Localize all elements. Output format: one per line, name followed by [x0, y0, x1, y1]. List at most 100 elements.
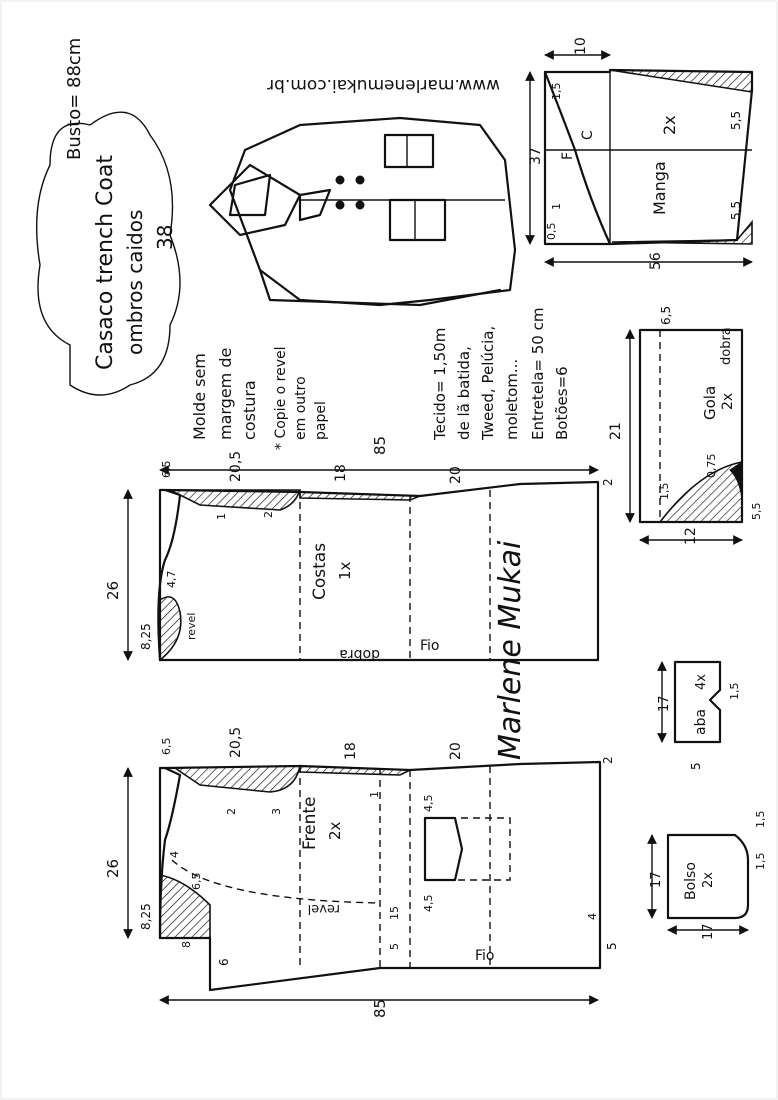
- note-no-seam-2: margem de: [216, 348, 235, 440]
- front-dim-4-5-b: 4,5: [422, 895, 435, 913]
- front-dim-8-25: 8,25: [139, 903, 153, 930]
- front-count: 2x: [326, 821, 344, 840]
- sleeve-center-mark: C: [580, 130, 596, 140]
- note-copy-3: papel: [313, 401, 329, 440]
- signature-text: Marlene Mukai: [493, 540, 528, 760]
- notes-block: Molde sem margem de costura * Copie o re…: [190, 347, 329, 451]
- collar-dim-0-75: 0,75: [705, 454, 718, 479]
- collar-dim-21: 21: [608, 422, 624, 440]
- flap-dim-17: 17: [657, 695, 672, 712]
- sleeve-front-mark: F: [560, 152, 576, 160]
- front-dim-4-5-a: 4,5: [422, 795, 435, 813]
- title-block: Casaco trench Coat ombros caidos 38 Bust…: [35, 38, 181, 396]
- front-dim-6-5-b: 6,5: [190, 873, 203, 891]
- note-no-seam-1: Molde sem: [190, 353, 209, 440]
- back-dim-20-5: 20,5: [228, 451, 244, 482]
- front-revel: revel: [308, 901, 340, 916]
- note-copy-1: * Copie o revel: [273, 347, 289, 451]
- pocket-label: Bolso: [683, 862, 699, 900]
- title-cloud: [35, 111, 181, 396]
- sleeve-count: 2x: [660, 115, 679, 135]
- back-dim-85: 85: [371, 436, 389, 455]
- sleeve-hatch-top: [609, 69, 753, 93]
- collar-label: Gola: [701, 386, 719, 420]
- coat-button: [355, 175, 365, 185]
- back-neck-armhole: [157, 488, 182, 662]
- coat-sleeve: [258, 268, 502, 307]
- front-dim-4-b: 4: [586, 913, 599, 920]
- pocket-dim-1-5-b: 1,5: [754, 853, 767, 871]
- back-count: 1x: [336, 561, 354, 580]
- material-fabric-4: moletom...: [503, 359, 521, 440]
- sleeve-label: Manga: [650, 161, 669, 215]
- collar-solid: [729, 461, 743, 501]
- title-bust: Busto= 88cm: [64, 38, 85, 160]
- pocket-dim-1-5-a: 1,5: [754, 811, 767, 829]
- title-line1: Casaco trench Coat: [93, 155, 118, 370]
- pocket-count: 2x: [701, 872, 716, 888]
- coat-button: [335, 175, 345, 185]
- note-copy-2: em outro: [293, 376, 309, 440]
- back-dim-20: 20: [448, 466, 464, 484]
- note-no-seam-3: costura: [240, 380, 259, 440]
- pocket-dim-17-b: 17: [701, 923, 716, 940]
- back-label: Costas: [310, 543, 330, 600]
- front-dim-20: 20: [448, 742, 464, 760]
- front-dim-26: 26: [104, 859, 122, 878]
- front-dim-2: 2: [601, 756, 615, 764]
- pocket-piece: Bolso 2x 17 17 1,5 1,5: [647, 811, 767, 940]
- flap-outline: [673, 660, 722, 744]
- sleeve-piece: F C Manga 2x 10 1,5 37 1 0,5 56 5,5 5,5: [525, 37, 754, 270]
- flap-dim-1-5: 1,5: [728, 683, 741, 701]
- back-revel: revel: [185, 613, 198, 640]
- front-pocket-placement: [424, 817, 511, 881]
- pocket-outline: [666, 833, 750, 920]
- front-flap-placement: [423, 816, 464, 882]
- back-grain: Fio: [420, 638, 440, 654]
- front-dim-6: 6: [217, 958, 231, 966]
- front-grain: Fio: [475, 948, 495, 964]
- signature: Marlene Mukai: [493, 540, 528, 760]
- front-dim-3: 3: [270, 808, 283, 815]
- collar-count: 2x: [720, 393, 736, 410]
- coat-lower-flap: [389, 199, 416, 241]
- front-dim-5: 5: [388, 943, 401, 950]
- collar-dim-6-5: 6,5: [659, 306, 673, 325]
- front-neck-hatch: [159, 874, 211, 939]
- back-dim-26: 26: [104, 581, 122, 600]
- collar-dim-1-5: 1,5: [658, 483, 671, 501]
- back-fold: dobra: [339, 646, 380, 662]
- back-dim-1: 1: [215, 513, 228, 520]
- front-dim-8: 8: [180, 941, 193, 948]
- back-dim-18: 18: [333, 464, 349, 482]
- sleeve-dim-1: 1: [550, 203, 563, 210]
- front-dim-5-b: 5: [605, 942, 619, 950]
- front-revel-line: [171, 859, 381, 904]
- sleeve-dim-10: 10: [573, 37, 589, 55]
- sleeve-dim-56: 56: [648, 252, 664, 270]
- coat-collar-right: [298, 188, 332, 222]
- material-buttons: Botões=6: [553, 366, 571, 440]
- material-fabric-1: Tecido= 1,50m: [431, 328, 449, 441]
- flap-count: 4x: [694, 674, 709, 690]
- front-dim-20-5: 20,5: [228, 727, 244, 758]
- coat-collar-left: [208, 163, 302, 237]
- front-dim-2-b: 2: [225, 808, 238, 815]
- coat-lapel: [228, 173, 272, 217]
- sleeve-dim-5-5-b: 5,5: [729, 201, 743, 220]
- coat-sketch: [208, 116, 517, 307]
- front-dim-6-5: 6,5: [160, 738, 173, 756]
- sleeve-hatch-bottom: [611, 219, 753, 245]
- back-dim-2: 2: [601, 478, 615, 486]
- sleeve-dim-1-5: 1,5: [550, 83, 563, 101]
- front-dim-85: 85: [371, 999, 389, 1018]
- pocket-dim-17-a: 17: [649, 871, 664, 888]
- website-text: www.marlenemukai.com.br: [267, 75, 500, 95]
- back-neck-hatch: [159, 596, 182, 662]
- front-dim-18: 18: [343, 742, 359, 760]
- collar-piece: Gola 2x dobra 21 6,5 12 1,5 0,75 5,5: [608, 306, 763, 545]
- flap-dim-5: 5: [689, 762, 703, 770]
- collar-fold: dobra: [719, 327, 734, 365]
- sleeve-dim-5-5-a: 5,5: [729, 111, 743, 130]
- coat-button: [355, 200, 365, 210]
